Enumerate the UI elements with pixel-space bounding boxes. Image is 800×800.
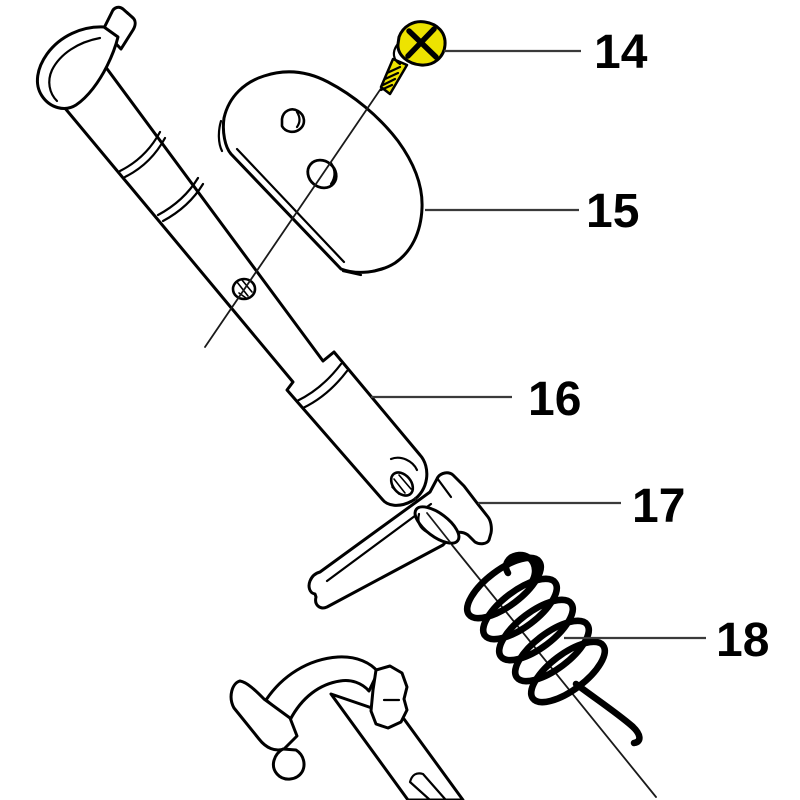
screw-axis-line — [204, 83, 385, 348]
bracket-arm — [229, 679, 299, 752]
lever-head-face-line — [435, 476, 453, 499]
plate-bottom-tab-lines — [341, 265, 389, 277]
shaft-flange — [35, 25, 120, 110]
bottom-bracket-drawing — [229, 655, 465, 800]
plate-left-notch-line — [217, 119, 224, 153]
shaft-tab — [101, 5, 137, 51]
lever-top-thickness-line — [325, 502, 433, 583]
part-15-plate-drawing — [217, 70, 424, 277]
spring-coil — [463, 554, 545, 622]
callout-label-17: 17 — [632, 480, 685, 533]
leader-lines — [371, 49, 706, 640]
part-14-screw-drawing — [379, 20, 447, 96]
screw-thread-lines — [379, 65, 402, 92]
callout-label-15: 15 — [586, 185, 639, 238]
plate-screw-hole-inner — [329, 161, 336, 186]
spring-bottom-tail — [572, 680, 643, 747]
shaft-threaded-hole-hatch — [391, 474, 412, 495]
spring-coil — [511, 617, 593, 685]
callout-labels: 14 15 16 17 18 — [528, 26, 769, 667]
shaft-collar-lines — [118, 130, 205, 223]
screw-phillips-cross — [405, 26, 439, 60]
plate-thickness-line — [235, 147, 346, 264]
bracket-boss — [369, 664, 409, 730]
shaft-flange-face-line — [48, 36, 102, 103]
callout-label-18: 18 — [716, 614, 769, 667]
lever-slot-inner-line — [417, 512, 429, 534]
lever-body — [307, 471, 493, 610]
shaft-sleeve-step-lines — [295, 362, 349, 410]
part-18-spring-drawing — [463, 551, 643, 747]
lower-axis-line-slot-segment — [426, 512, 451, 543]
bracket-foot — [271, 747, 306, 781]
callout-label-16: 16 — [528, 373, 581, 426]
screw-underhead-rim — [392, 43, 402, 66]
spring-coil — [479, 575, 561, 643]
spring-coil — [495, 596, 577, 664]
plate-small-hole-inner — [295, 110, 301, 129]
bracket-cylinder-slot — [408, 772, 447, 800]
plate-small-hole — [280, 108, 306, 134]
shaft-end-rim-line — [389, 456, 419, 472]
callout-label-14: 14 — [594, 26, 648, 79]
